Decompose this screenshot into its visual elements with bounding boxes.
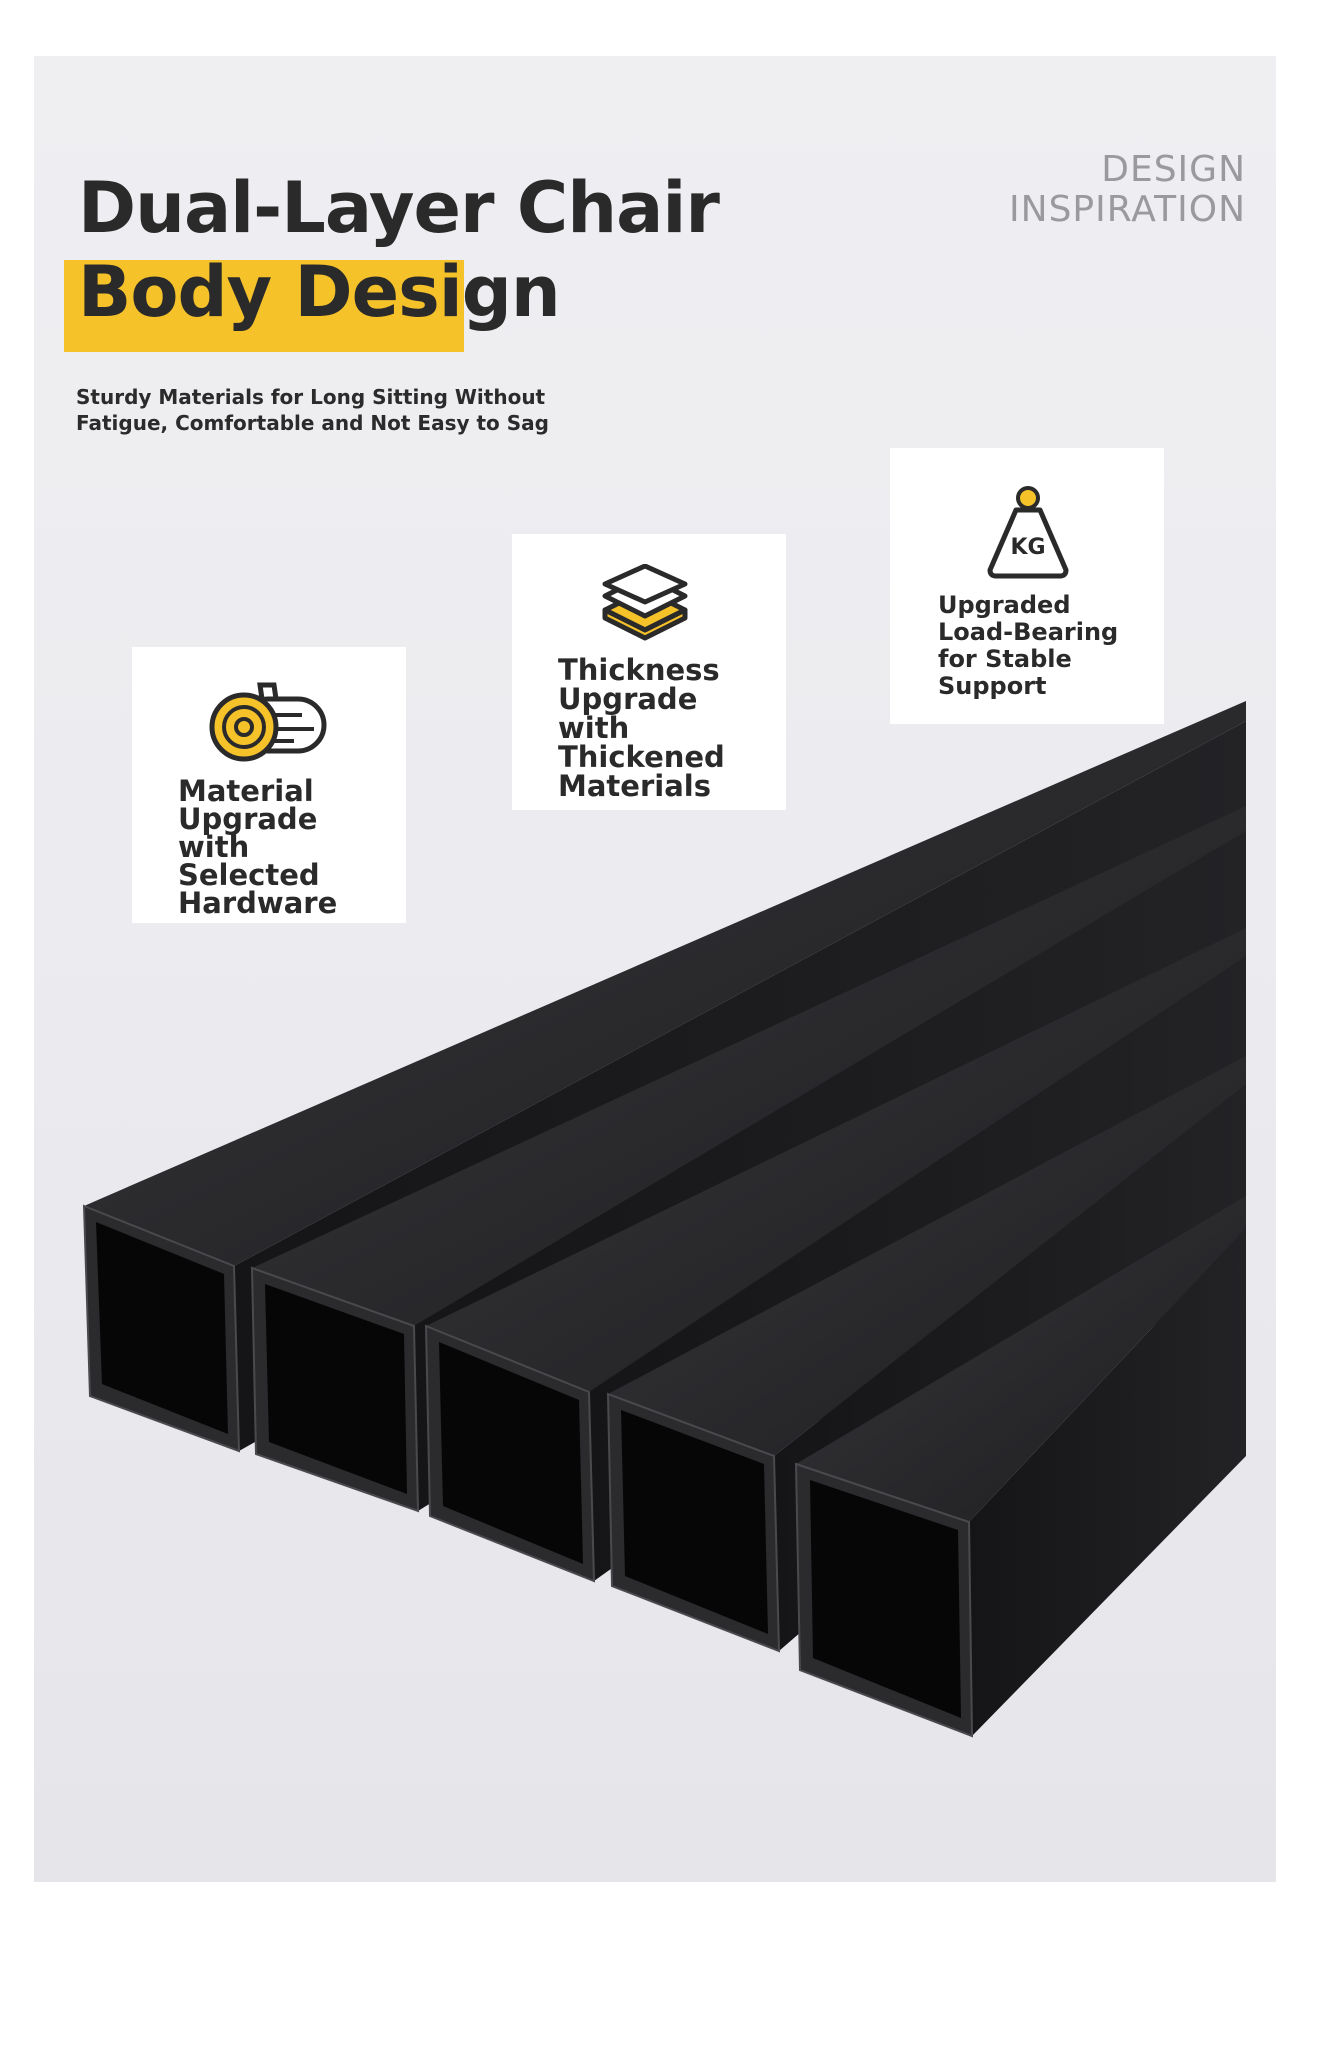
page-title: Dual-Layer Chair Body Design bbox=[64, 166, 720, 352]
kg-text: KG bbox=[1010, 535, 1045, 560]
tube-5 bbox=[794, 1196, 1246, 1738]
subtitle: Sturdy Materials for Long Sitting Withou… bbox=[76, 384, 549, 436]
title-line-1: Dual-Layer Chair bbox=[78, 167, 720, 249]
layers-icon bbox=[602, 564, 688, 641]
steel-tubes-image bbox=[82, 701, 1246, 1738]
title-line-2-highlight: Body Design bbox=[64, 250, 561, 352]
tag-line-1: DESIGN bbox=[1101, 149, 1246, 190]
product-panel: Dual-Layer Chair Body Design Sturdy Mate… bbox=[34, 56, 1276, 1882]
feature-card-load: KG Upgraded Load-Bearing for Stable Supp… bbox=[890, 448, 1164, 724]
title-highlight-bar bbox=[64, 260, 464, 352]
feature-label-thickness: Thickness Upgrade with Thickened Materia… bbox=[558, 653, 725, 803]
feature-label-load: Upgraded Load-Bearing for Stable Support bbox=[938, 591, 1119, 700]
feature-card-material: Material Upgrade with Selected Hardware bbox=[132, 647, 406, 923]
feature-card-thickness: Thickness Upgrade with Thickened Materia… bbox=[512, 534, 786, 810]
tag-line-2: INSPIRATION bbox=[1009, 189, 1246, 230]
weight-kg-icon: KG bbox=[987, 486, 1069, 579]
feature-label-material: Material Upgrade with Selected Hardware bbox=[178, 774, 338, 920]
subtitle-text: Sturdy Materials for Long Sitting Withou… bbox=[76, 385, 549, 435]
title-line-2: Body Design bbox=[78, 251, 561, 333]
log-icon bbox=[209, 682, 327, 762]
design-inspiration-tag: DESIGN INSPIRATION bbox=[1009, 150, 1246, 230]
